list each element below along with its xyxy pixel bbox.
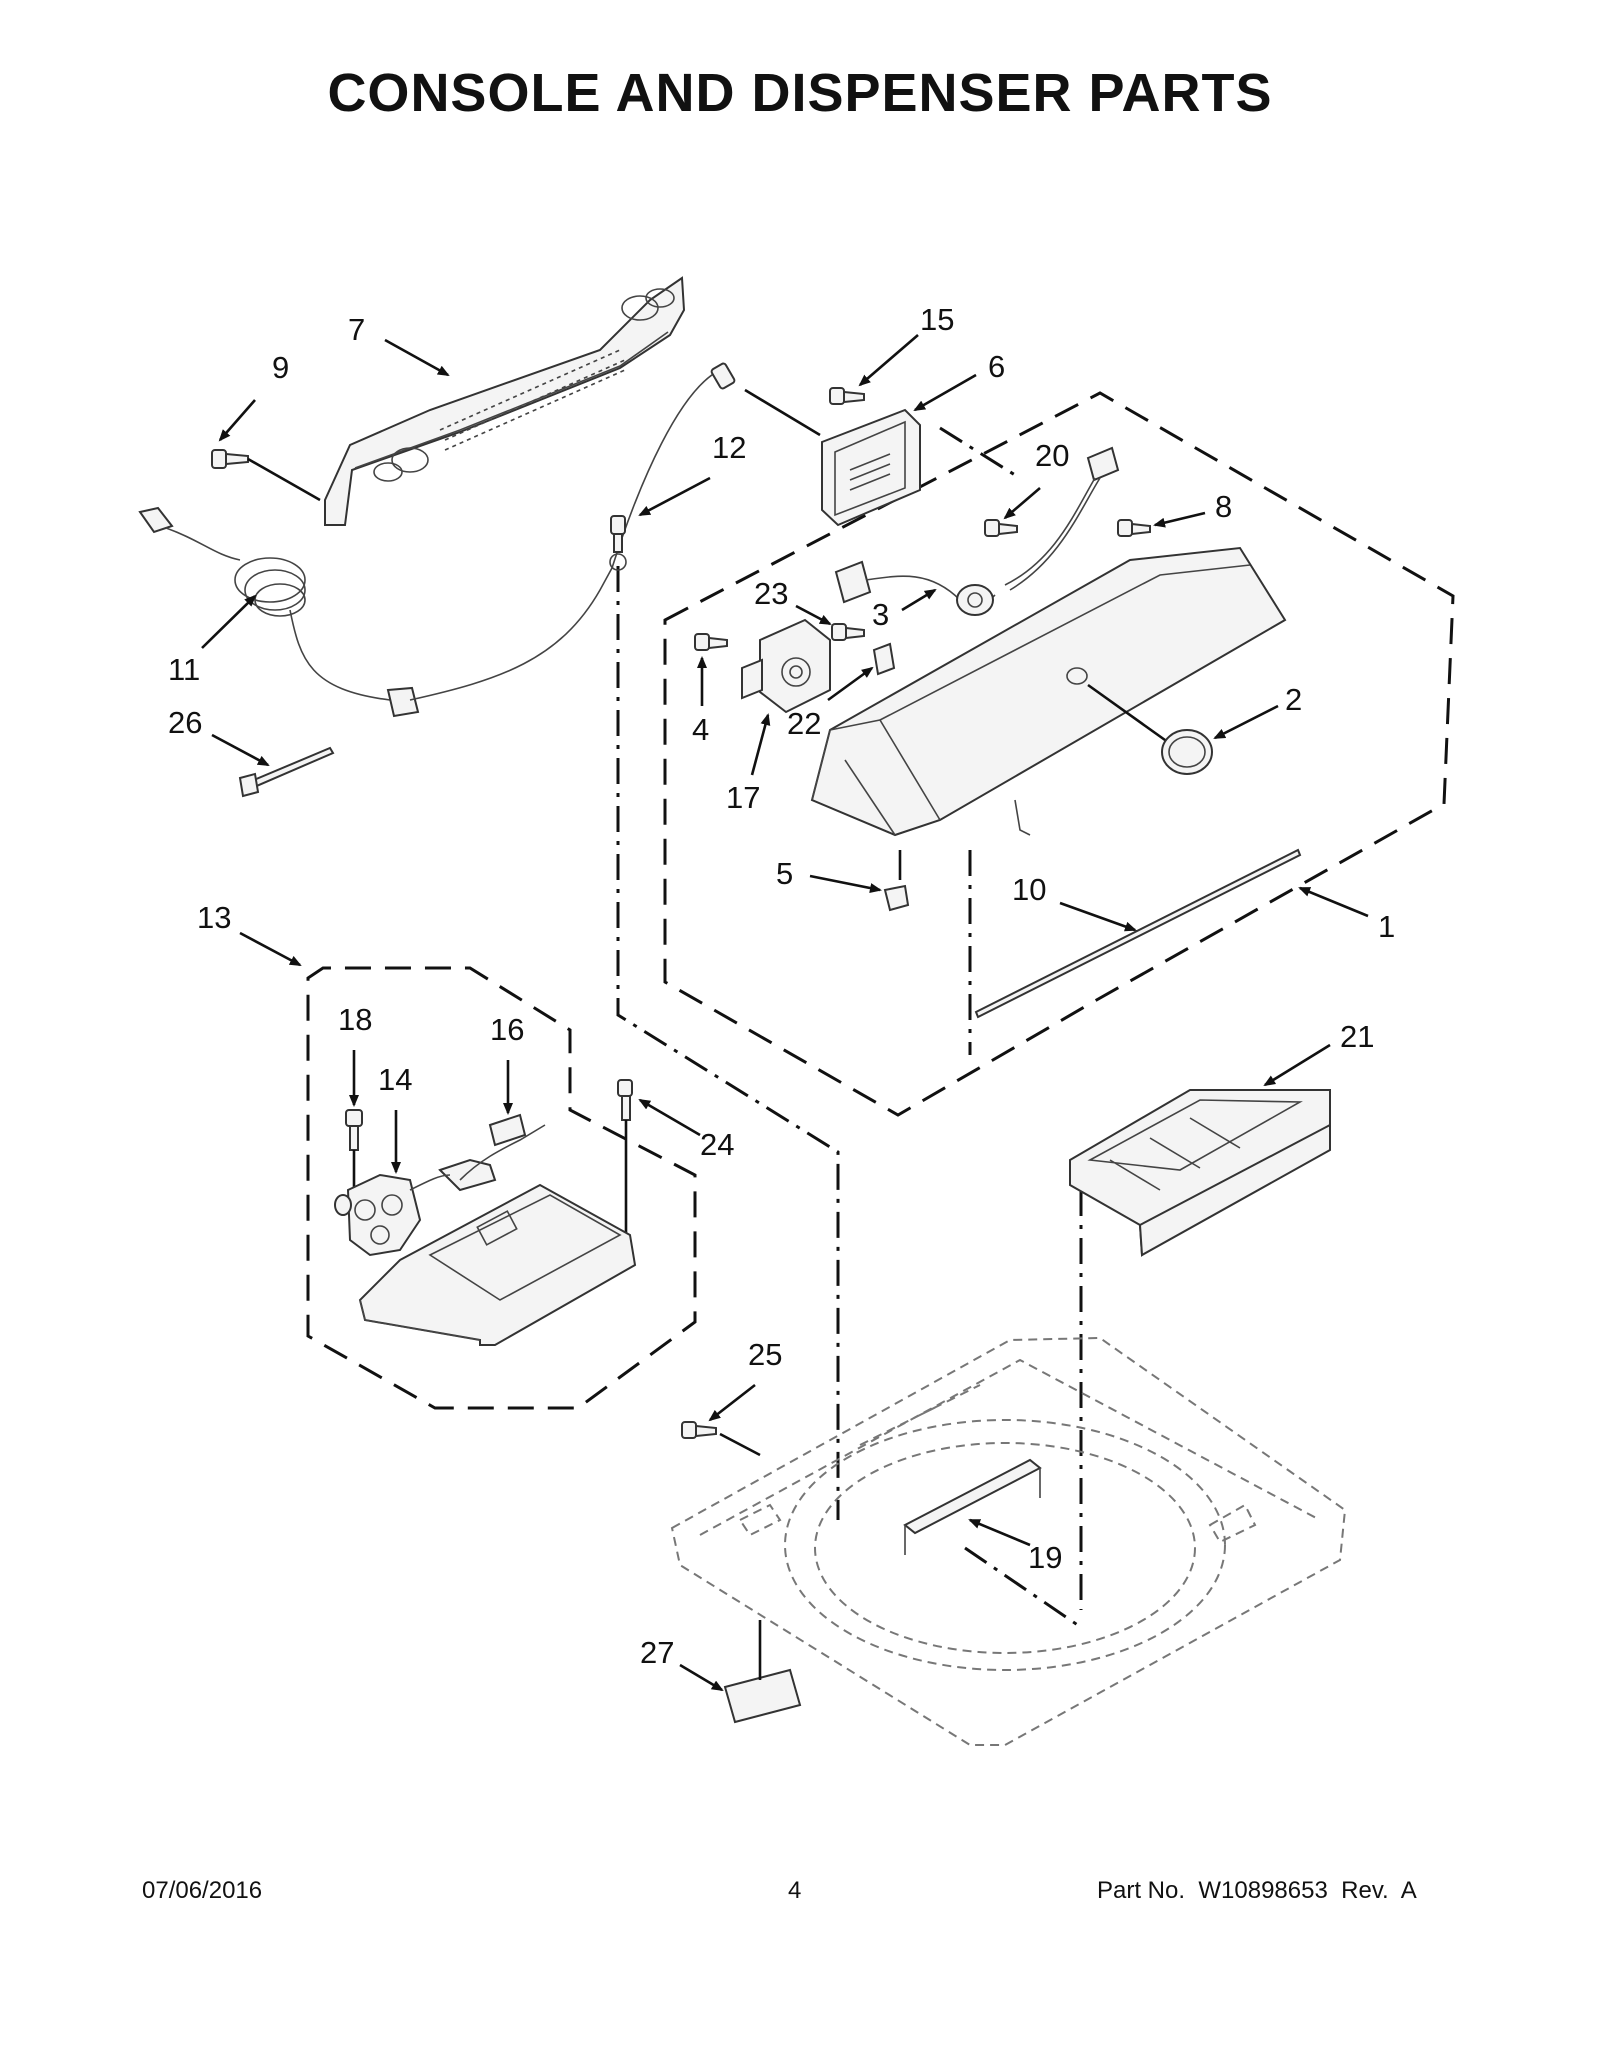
callout-19-label: 19 (1028, 1540, 1062, 1575)
callout-3: 3 (872, 588, 937, 632)
callout-17: 17 (726, 713, 771, 815)
footer-page-number: 4 (788, 1877, 802, 1904)
callout-21: 21 (1263, 1019, 1374, 1087)
callout-8-label: 8 (1215, 489, 1232, 524)
callout-23-label: 23 (754, 576, 788, 611)
part-14-water-valve (334, 1173, 422, 1257)
part-27-pad (723, 1620, 802, 1724)
callout-12: 12 (638, 430, 746, 517)
part-3-lid-switch (834, 560, 996, 616)
callout-6-label: 6 (988, 349, 1005, 384)
callout-3-label: 3 (872, 597, 889, 632)
callout-12-label: 12 (712, 430, 746, 465)
harness-wire (409, 362, 821, 701)
callout-20-label: 20 (1035, 438, 1069, 473)
callout-11: 11 (168, 594, 257, 687)
callout-22: 22 (787, 666, 874, 741)
callout-13-label: 13 (197, 900, 231, 935)
page-title: CONSOLE AND DISPENSER PARTS (327, 63, 1273, 123)
footer-date: 07/06/2016 (142, 1877, 263, 1904)
part-17-module (741, 618, 831, 714)
part-8-screw (1117, 519, 1151, 537)
callout-9-label: 9 (272, 350, 289, 385)
part-2-knob (1087, 683, 1213, 775)
callout-27: 27 (640, 1635, 724, 1692)
callout-5: 5 (776, 856, 882, 893)
part-20-wiring (1004, 446, 1120, 591)
callout-10-label: 10 (1012, 872, 1046, 907)
callout-16-label: 16 (490, 1012, 524, 1047)
part-23-screw (831, 623, 865, 641)
part-16-wire-harness (409, 1113, 546, 1192)
callout-22-label: 22 (787, 706, 821, 741)
callout-26-label: 26 (168, 705, 202, 740)
alignment-line-harness (616, 566, 840, 1520)
callout-27-label: 27 (640, 1635, 674, 1670)
part-5-clip (883, 850, 910, 912)
part-6-control-board (821, 408, 921, 527)
callout-15: 15 (858, 302, 954, 387)
callout-18-label: 18 (338, 1002, 372, 1037)
callout-20: 20 (1003, 438, 1069, 520)
part-26-cable-tie (238, 746, 335, 798)
part-20-screw (984, 519, 1018, 537)
callout-2: 2 (1213, 682, 1302, 740)
part-21-dispenser (1069, 1089, 1331, 1257)
callout-24-label: 24 (700, 1127, 734, 1162)
part-25-screw (681, 1421, 761, 1457)
callout-1: 1 (1298, 886, 1395, 944)
part-19-lid-lock-bracket (903, 1458, 1042, 1555)
part-12-ground-screw (609, 515, 627, 571)
callout-11-label: 11 (168, 652, 200, 687)
callout-25: 25 (708, 1337, 782, 1422)
part-24-screw (617, 1079, 633, 1240)
console-housing (810, 546, 1287, 837)
callout-18: 18 (338, 1002, 372, 1107)
callout-16: 16 (490, 1012, 524, 1115)
part-4-screw (694, 633, 728, 651)
callout-17-label: 17 (726, 780, 760, 815)
valve-bracket-plate (358, 1183, 637, 1346)
callout-15-label: 15 (920, 302, 954, 337)
callout-7: 7 (348, 312, 450, 377)
alignment-line-control (939, 426, 1016, 477)
callout-8: 8 (1153, 489, 1232, 528)
washer-top-panel-ghost (670, 1336, 1347, 1746)
part-15-screw (829, 387, 865, 405)
valve-bracket-outline (306, 966, 697, 1410)
callout-6: 6 (913, 349, 1005, 412)
callout-10: 10 (1012, 872, 1137, 932)
console-assembly-outline (663, 391, 1455, 1117)
callout-4-label: 4 (692, 712, 709, 747)
callout-4: 4 (692, 656, 709, 747)
footer-part-number: Part No. W10898653 Rev. A (1097, 1877, 1417, 1904)
callout-24: 24 (638, 1098, 734, 1162)
callout-1-label: 1 (1378, 909, 1395, 944)
callout-7-label: 7 (348, 312, 365, 347)
callout-5-label: 5 (776, 856, 793, 891)
part-7-console-trim (324, 276, 686, 526)
callout-2-label: 2 (1285, 682, 1302, 717)
part-10-trim-strip (974, 848, 1302, 1019)
callout-9: 9 (218, 350, 289, 442)
callout-13: 13 (197, 900, 302, 967)
callout-25-label: 25 (748, 1337, 782, 1372)
part-9-screw (211, 449, 321, 502)
callout-19: 19 (968, 1518, 1062, 1575)
alignment-line-clip (964, 1546, 1083, 1630)
callout-23: 23 (754, 576, 832, 626)
callout-21-label: 21 (1340, 1019, 1374, 1054)
callout-14-label: 14 (378, 1062, 412, 1097)
part-22-clip (872, 642, 896, 676)
callout-14: 14 (378, 1062, 412, 1174)
callout-26: 26 (168, 705, 270, 767)
